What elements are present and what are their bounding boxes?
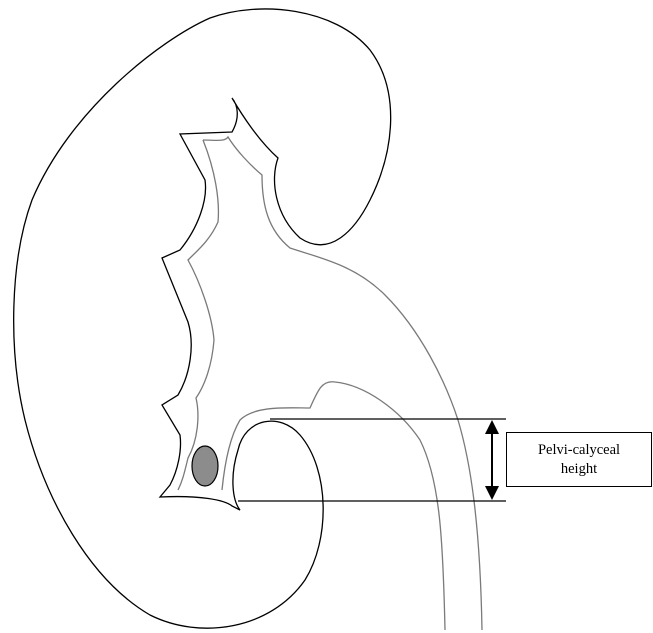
label-text: Pelvi-calyceal height — [507, 441, 651, 479]
height-arrow-head-top — [485, 420, 499, 434]
height-arrow-head-bottom — [485, 486, 499, 500]
kidney-outer-outline — [14, 9, 391, 628]
pelvi-calyceal-height-label: Pelvi-calyceal height — [506, 432, 652, 487]
label-line-2: height — [507, 460, 651, 479]
kidney-stone — [192, 446, 218, 486]
label-line-1: Pelvi-calyceal — [507, 441, 651, 460]
